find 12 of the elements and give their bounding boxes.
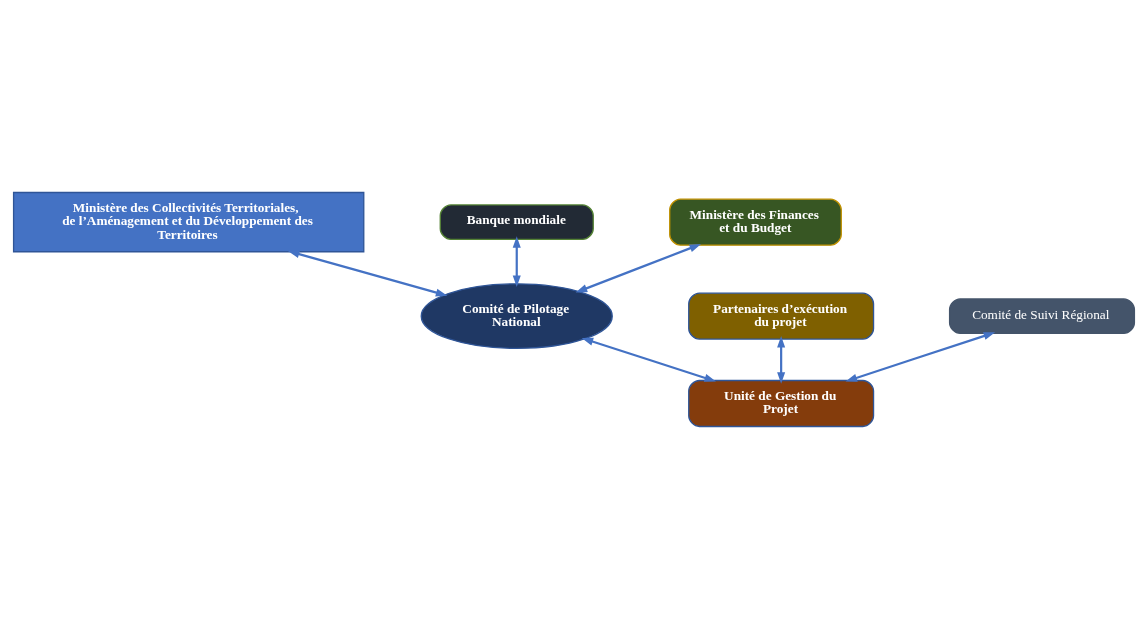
node-box: Banque mondiale bbox=[439, 204, 594, 241]
arrow bbox=[845, 332, 996, 382]
node-box: Ministère des Finances et du Budget bbox=[669, 198, 842, 246]
arrow bbox=[287, 250, 448, 297]
node-box: Ministère des Collectivités Territoriales, de l’Aménagement et du Développement des Territoires bbox=[12, 191, 365, 253]
arrow bbox=[575, 244, 702, 293]
arrow bbox=[512, 236, 521, 287]
arrow bbox=[777, 335, 786, 384]
node-box: Partenaires d’exécution du projet bbox=[688, 292, 875, 340]
node-box: Unité de Gestion du Projet bbox=[688, 379, 875, 428]
node-box: Comité de Suivi Régional bbox=[948, 298, 1136, 335]
arrow bbox=[581, 337, 716, 382]
